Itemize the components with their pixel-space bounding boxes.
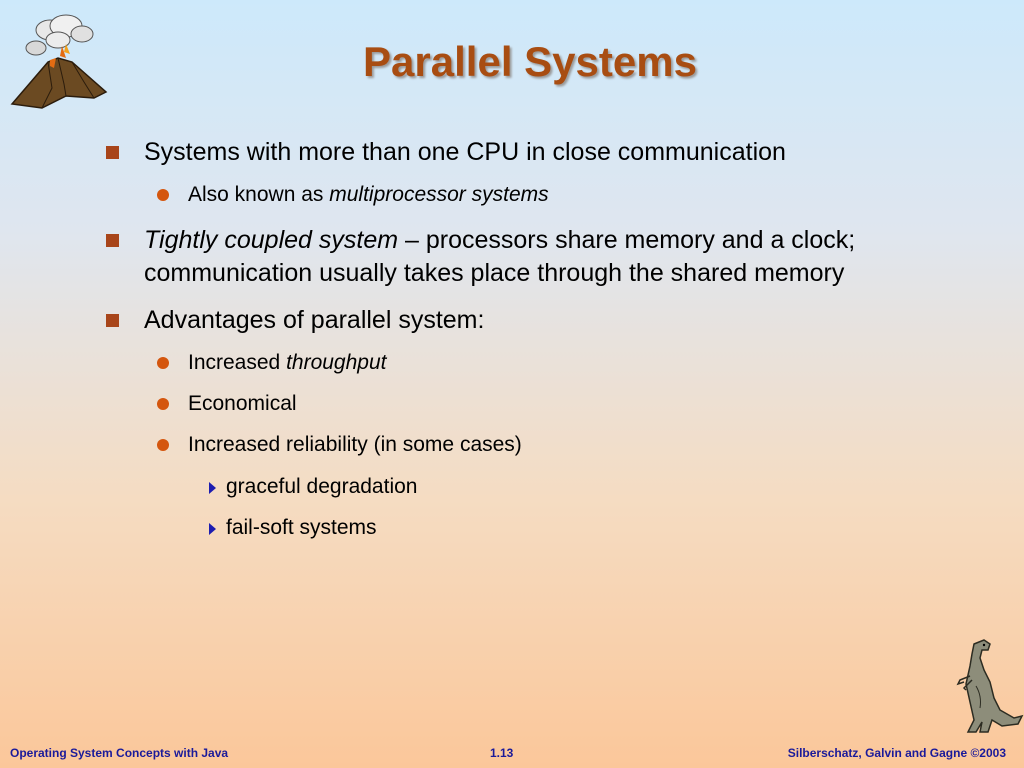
dot-bullet-icon bbox=[157, 398, 169, 410]
square-bullet-icon bbox=[106, 314, 119, 327]
bullet-text: communication usually takes place throug… bbox=[144, 259, 845, 287]
footer-book-title: Operating System Concepts with Java bbox=[10, 746, 229, 760]
bullet-text: Systems with more than one CPU in close … bbox=[144, 138, 786, 166]
bullet-text: fail-soft systems bbox=[226, 516, 377, 539]
dot-bullet-icon bbox=[157, 189, 169, 201]
volcano-icon bbox=[10, 14, 108, 109]
bullet-text: – processors share memory and a clock; bbox=[398, 226, 856, 254]
bullet-text: Advantages of parallel system: bbox=[144, 306, 485, 334]
bullet-text: Economical bbox=[188, 392, 297, 415]
bullet-text: Increased reliability (in some cases) bbox=[188, 433, 522, 456]
square-bullet-icon bbox=[106, 234, 119, 247]
bullet-emphasis: Tightly coupled system bbox=[144, 226, 399, 254]
bullet-emphasis: throughput bbox=[286, 351, 387, 374]
dot-bullet-icon bbox=[157, 357, 169, 369]
page-title: Parallel Systems bbox=[363, 38, 697, 85]
arrow-bullet-icon bbox=[209, 523, 216, 535]
footer-slide-number: 1.13 bbox=[490, 746, 514, 760]
arrow-bullet-icon bbox=[209, 482, 216, 494]
bullet-text: Also known as bbox=[188, 183, 330, 206]
bullet-text: Increased bbox=[188, 351, 287, 374]
bullet-emphasis: multiprocessor systems bbox=[329, 183, 549, 206]
square-bullet-icon bbox=[106, 146, 119, 159]
footer-copyright: Silberschatz, Galvin and Gagne ©2003 bbox=[787, 746, 1006, 760]
dinosaur-icon bbox=[956, 639, 1024, 733]
dot-bullet-icon bbox=[157, 439, 169, 451]
bullet-text: graceful degradation bbox=[226, 475, 418, 498]
